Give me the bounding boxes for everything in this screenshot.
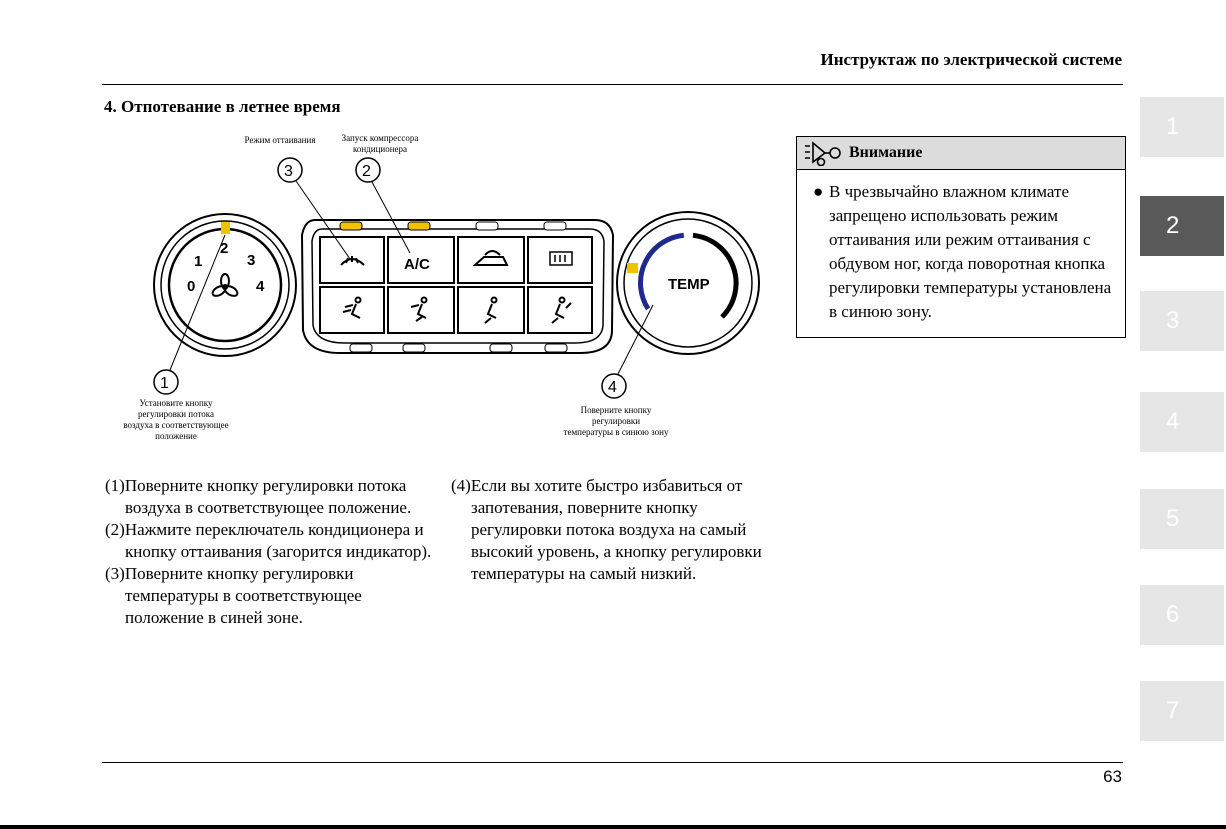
fan-speed-knob: 0 1 2 3 4 bbox=[153, 213, 297, 357]
defrost-indicator bbox=[339, 221, 363, 231]
warning-text: В чрезвычайно влажном климате запрещено … bbox=[829, 182, 1112, 321]
mode-face-feet-button[interactable] bbox=[387, 286, 455, 334]
face-feet-vent-icon bbox=[410, 296, 428, 322]
chapter-tab-5[interactable]: 5 bbox=[1140, 489, 1224, 549]
button-panel: A/C bbox=[300, 219, 615, 354]
page-number: 63 bbox=[1103, 767, 1122, 786]
callout-leaders bbox=[169, 180, 654, 375]
instruction-2: (2)Нажмите переключатель кондиционера и … bbox=[105, 520, 432, 561]
warning-body: ● В чрезвычайно влажном климате запрещен… bbox=[797, 170, 1125, 324]
callout-2-circle bbox=[355, 157, 381, 183]
chapter-tab-1[interactable]: 1 bbox=[1140, 97, 1224, 157]
instruction-3: (3)Поверните кнопку регулировки температ… bbox=[105, 564, 362, 627]
chapter-tab-2[interactable]: 2 bbox=[1140, 196, 1224, 256]
mode-face-button[interactable] bbox=[319, 286, 385, 334]
rear-defrost-icon bbox=[549, 251, 573, 266]
recirculation-button[interactable] bbox=[457, 236, 525, 284]
climate-control-figure: 0 1 2 3 4 bbox=[100, 125, 790, 445]
fan-label-0: 0 bbox=[187, 278, 195, 295]
header-title: Инструктаж по электрической системе bbox=[820, 50, 1122, 69]
fan-label-1: 1 bbox=[194, 253, 202, 270]
warning-box: Внимание ● В чрезвычайно влажном климате… bbox=[796, 136, 1126, 338]
temp-knob-label: TEMP bbox=[668, 276, 710, 293]
warning-hand-icon bbox=[805, 141, 841, 166]
callout-3-caption: Режим оттаивания bbox=[244, 135, 316, 145]
fan-label-2: 2 bbox=[220, 240, 228, 257]
callout-3-number: 3 bbox=[284, 163, 293, 180]
instructions-left-column: (1)Поверните кнопку регулировки потока в… bbox=[105, 475, 435, 629]
callout-4-circle bbox=[601, 373, 627, 399]
recirculation-icon bbox=[472, 250, 509, 266]
feet-defrost-vent-icon bbox=[551, 296, 572, 324]
instruction-1: (1)Поверните кнопку регулировки потока в… bbox=[105, 476, 412, 517]
chapter-tab-3[interactable]: 3 bbox=[1140, 291, 1224, 351]
instruction-4: (4)Если вы хотите быстро избавиться от з… bbox=[451, 476, 762, 583]
hot-zone-arc bbox=[692, 232, 739, 319]
ac-indicator bbox=[407, 221, 431, 231]
fan-icon bbox=[211, 273, 239, 297]
fan-position-indicator bbox=[221, 222, 230, 234]
windshield-defrost-icon bbox=[340, 256, 365, 266]
callout-1-number: 1 bbox=[160, 375, 169, 392]
section-title: 4. Отпотевание в летнее время bbox=[104, 97, 341, 116]
callout-2-caption: Запуск компрессора кондиционера bbox=[341, 133, 419, 154]
footer-divider bbox=[102, 762, 1123, 763]
callout-1-circle bbox=[153, 369, 179, 395]
instructions-right-column: (4)Если вы хотите быстро избавиться от з… bbox=[451, 475, 781, 585]
callout-2-number: 2 bbox=[362, 163, 371, 180]
face-vent-icon bbox=[342, 296, 362, 319]
chapter-tab-4[interactable]: 4 bbox=[1140, 392, 1224, 452]
temperature-knob: TEMP bbox=[616, 211, 760, 355]
temp-position-indicator bbox=[627, 263, 638, 273]
fan-label-3: 3 bbox=[247, 252, 255, 269]
header-divider bbox=[102, 84, 1123, 85]
callout-3-circle bbox=[277, 157, 303, 183]
fan-label-4: 4 bbox=[256, 278, 265, 295]
ac-button-label: A/C bbox=[404, 256, 430, 273]
feet-vent-icon bbox=[484, 296, 498, 324]
callout-4-number: 4 bbox=[608, 379, 617, 396]
warning-bullet: ● bbox=[813, 182, 824, 201]
chapter-tab-7[interactable]: 7 bbox=[1140, 681, 1224, 741]
ac-button[interactable] bbox=[387, 236, 455, 284]
cold-zone-arc bbox=[638, 232, 685, 311]
climate-panel-drawing: 0 1 2 3 4 bbox=[153, 157, 760, 399]
warning-title: Внимание bbox=[849, 144, 923, 161]
callout-4-caption: Поверните кнопку регулировки температуры… bbox=[563, 405, 669, 437]
bottom-border bbox=[0, 825, 1226, 829]
callout-1-caption: Установите кнопку регулировки потока воз… bbox=[123, 398, 229, 441]
warning-header: Внимание bbox=[797, 137, 1125, 170]
mode-feet-defrost-button[interactable] bbox=[527, 286, 593, 334]
chapter-tab-6[interactable]: 6 bbox=[1140, 585, 1224, 645]
mode-feet-button[interactable] bbox=[457, 286, 525, 334]
